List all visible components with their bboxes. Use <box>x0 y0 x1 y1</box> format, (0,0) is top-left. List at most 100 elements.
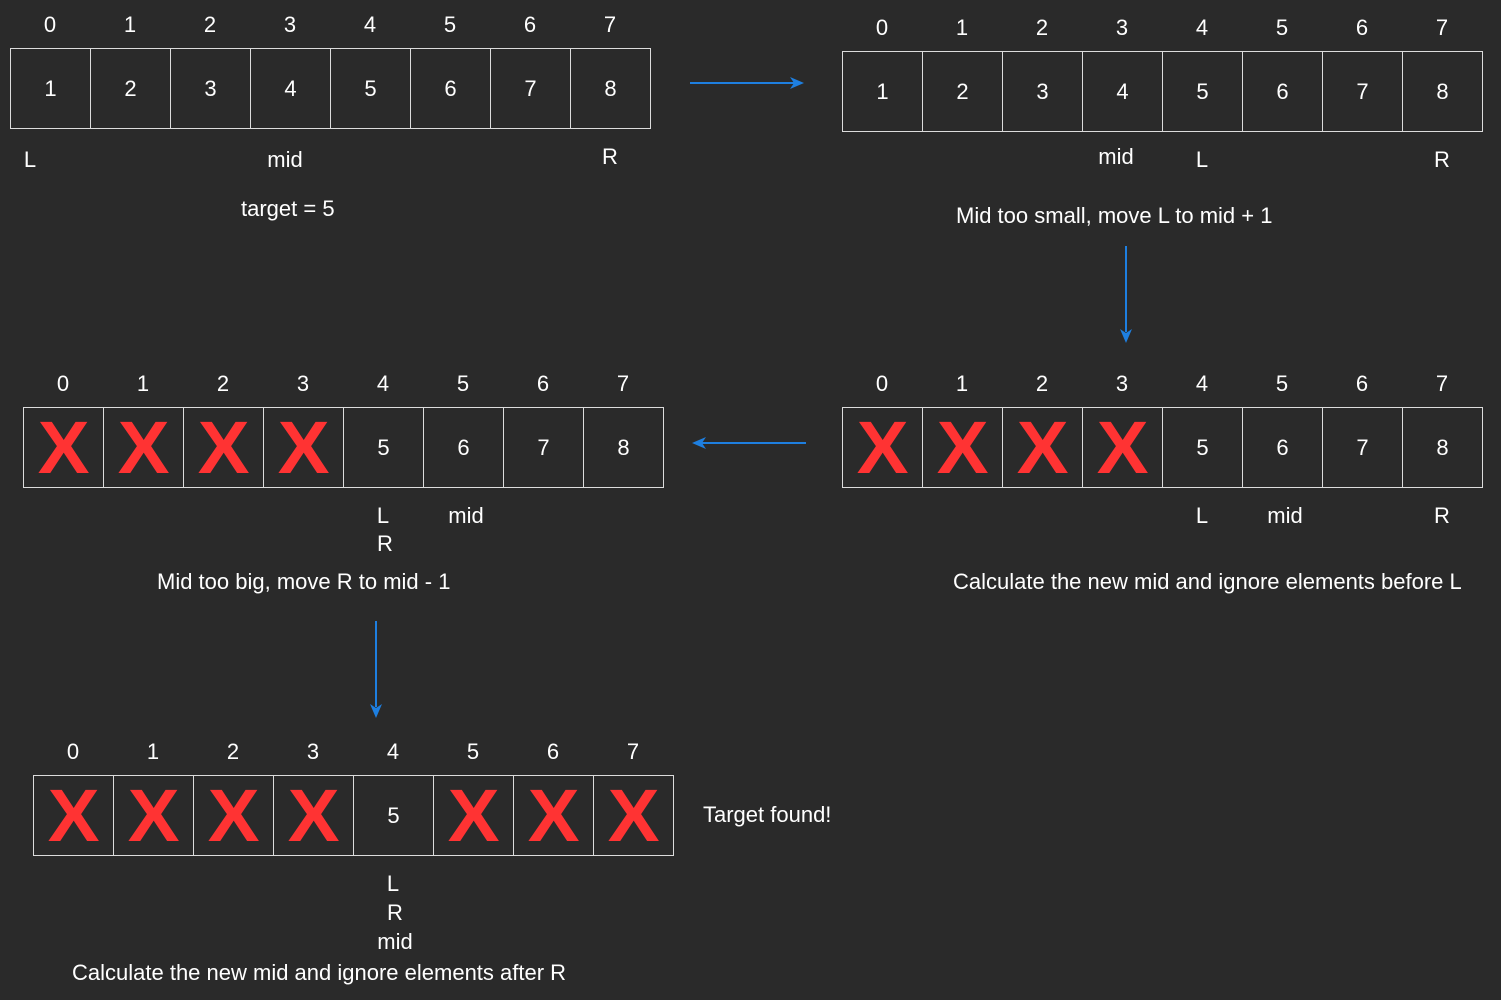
array-cell-removed: X <box>274 776 354 855</box>
cell-value: 8 <box>617 434 630 460</box>
removed-x-icon: X <box>527 773 580 857</box>
removed-x-icon: X <box>127 773 180 857</box>
index-label: 1 <box>955 15 969 40</box>
pointer-R: R <box>377 531 393 556</box>
cell-value: 7 <box>524 75 537 101</box>
cell-value: 2 <box>956 78 969 104</box>
pointer-R: R <box>1434 147 1450 172</box>
cell-value: 8 <box>1436 434 1449 460</box>
cell-value: 5 <box>364 75 377 101</box>
array-cell: 6 <box>1243 52 1323 131</box>
index-label: 2 <box>226 739 240 764</box>
index-label: 7 <box>616 371 630 396</box>
array-cell: 5 <box>344 408 424 487</box>
array-cell: 7 <box>1323 408 1403 487</box>
pointer-mid: mid <box>448 503 484 528</box>
index-label: 1 <box>123 12 137 37</box>
array-cell-removed: X <box>434 776 514 855</box>
pointer-L: L <box>1195 503 1209 528</box>
array-cell-removed: X <box>1003 408 1083 487</box>
array-cell: 7 <box>504 408 584 487</box>
array-cell-removed: X <box>1083 408 1163 487</box>
index-label: 5 <box>466 739 480 764</box>
cell-value: 2 <box>124 75 137 101</box>
index-label: 5 <box>443 12 457 37</box>
array-cell: 5 <box>354 776 434 855</box>
index-label: 1 <box>136 371 150 396</box>
removed-x-icon: X <box>1096 405 1149 489</box>
array-cell: 5 <box>1163 408 1243 487</box>
index-label: 6 <box>523 12 537 37</box>
cell-value: 3 <box>1036 78 1049 104</box>
array-cell: 2 <box>91 49 171 128</box>
array-cell-removed: X <box>843 408 923 487</box>
array-cell: 4 <box>1083 52 1163 131</box>
cell-value: 6 <box>457 434 470 460</box>
removed-x-icon: X <box>607 773 660 857</box>
array-cell: 4 <box>251 49 331 128</box>
index-label: 0 <box>66 739 80 764</box>
caption-mid-too-big: Mid too big, move R to mid - 1 <box>157 569 451 594</box>
removed-x-icon: X <box>37 405 90 489</box>
array-cell-removed: X <box>514 776 594 855</box>
index-label: 3 <box>283 12 297 37</box>
array-cell: 8 <box>1403 52 1482 131</box>
pointer-mid: mid <box>267 147 303 172</box>
index-label: 3 <box>296 371 310 396</box>
cell-value: 1 <box>44 75 57 101</box>
index-label: 7 <box>626 739 640 764</box>
cell-value: 8 <box>1436 78 1449 104</box>
index-label: 0 <box>43 12 57 37</box>
arrow-right-icon <box>690 77 804 89</box>
array-cell: 7 <box>1323 52 1403 131</box>
removed-x-icon: X <box>856 405 909 489</box>
index-label: 4 <box>363 12 377 37</box>
removed-x-icon: X <box>447 773 500 857</box>
array-cell-removed: X <box>104 408 184 487</box>
pointer-L: L <box>376 503 390 528</box>
index-label: 2 <box>203 12 217 37</box>
caption-ignore-before-L: Calculate the new mid and ignore element… <box>953 569 1462 594</box>
array-cell: 2 <box>923 52 1003 131</box>
cell-value: 6 <box>1276 434 1289 460</box>
index-label: 3 <box>1115 371 1129 396</box>
array-cell: 8 <box>1403 408 1482 487</box>
removed-x-icon: X <box>1016 405 1069 489</box>
index-label: 2 <box>216 371 230 396</box>
array-cell-removed: X <box>923 408 1003 487</box>
index-label: 4 <box>376 371 390 396</box>
cell-value: 5 <box>377 434 390 460</box>
array-cell: 6 <box>411 49 491 128</box>
index-label: 3 <box>1115 15 1129 40</box>
index-label: 6 <box>1355 15 1369 40</box>
index-label: 6 <box>536 371 550 396</box>
removed-x-icon: X <box>277 405 330 489</box>
index-label: 4 <box>386 739 400 764</box>
index-label: 0 <box>875 371 889 396</box>
cell-value: 8 <box>604 75 617 101</box>
removed-x-icon: X <box>197 405 250 489</box>
index-label: 5 <box>1275 371 1289 396</box>
index-label: 7 <box>1435 371 1449 396</box>
array-cell: 1 <box>11 49 91 128</box>
cell-value: 1 <box>876 78 889 104</box>
index-label: 7 <box>603 12 617 37</box>
pointer-mid: mid <box>1267 503 1303 528</box>
cell-value: 5 <box>1196 434 1209 460</box>
arrow-down-icon <box>1120 246 1132 343</box>
array-cell-removed: X <box>264 408 344 487</box>
result-text: Target found! <box>703 802 832 827</box>
index-label: 2 <box>1035 371 1049 396</box>
array-cell: 3 <box>171 49 251 128</box>
index-label: 5 <box>1275 15 1289 40</box>
index-label: 4 <box>1195 371 1209 396</box>
pointer-L: L <box>1195 147 1209 172</box>
array-cell: 3 <box>1003 52 1083 131</box>
removed-x-icon: X <box>117 405 170 489</box>
index-label: 7 <box>1435 15 1449 40</box>
index-label: 4 <box>1195 15 1209 40</box>
